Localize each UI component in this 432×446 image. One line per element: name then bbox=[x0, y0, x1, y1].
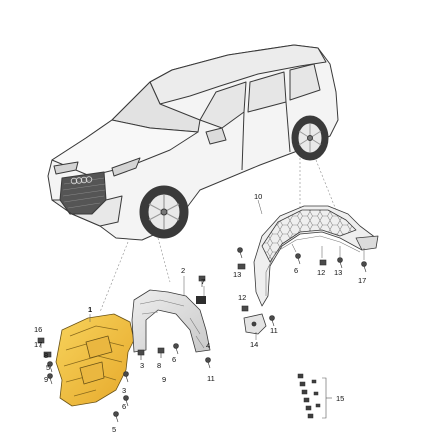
label-part-17: 17 bbox=[34, 340, 42, 349]
label-part-9: 9 bbox=[162, 375, 166, 384]
label-part-5: 5 bbox=[112, 425, 116, 434]
clip-icon bbox=[157, 347, 165, 358]
car-front-bumper bbox=[51, 195, 123, 227]
screw-icon bbox=[123, 395, 129, 407]
car-illustration bbox=[47, 44, 339, 241]
clip-icon bbox=[241, 305, 249, 312]
label-part-2: 2 bbox=[181, 266, 185, 275]
part-labels-secondary: 8 9 12 11 5 6 13 17 bbox=[34, 266, 342, 384]
label-part-5: 5 bbox=[46, 363, 50, 372]
screw-icon bbox=[205, 357, 211, 369]
car-rear-wheel bbox=[291, 115, 329, 161]
screw-icon bbox=[361, 261, 367, 273]
label-part-1: 1 bbox=[88, 305, 92, 314]
label-part-11: 11 bbox=[207, 374, 215, 383]
screw-icon bbox=[295, 253, 301, 265]
label-leaders bbox=[89, 199, 365, 340]
brand-rings-logo bbox=[70, 176, 93, 185]
label-part-16: 16 bbox=[34, 325, 42, 334]
wheel-housing-liner-right bbox=[253, 205, 379, 307]
label-part-6: 6 bbox=[172, 355, 176, 364]
car-door-line bbox=[285, 101, 291, 153]
label-part-3: 3 bbox=[140, 361, 144, 370]
label-part-13: 13 bbox=[334, 268, 342, 277]
screw-icon bbox=[237, 247, 243, 259]
label-part-15: 15 bbox=[336, 394, 344, 403]
part-labels: 1 2 3 3 4 5 6 6 7 8 9 10 11 12 13 14 15 … bbox=[34, 192, 366, 434]
label-part-12: 12 bbox=[317, 268, 325, 277]
car-headlight-right bbox=[111, 157, 141, 177]
label-part-6: 6 bbox=[294, 266, 298, 275]
screw-icon bbox=[47, 361, 53, 373]
car-front-wheel bbox=[139, 185, 189, 239]
screw-icon bbox=[173, 343, 179, 355]
nut-icon bbox=[43, 351, 52, 358]
car-door-line bbox=[241, 111, 245, 171]
label-part-4: 4 bbox=[206, 341, 210, 350]
screw-icon bbox=[269, 315, 275, 327]
car-side-window-quarter bbox=[289, 63, 321, 101]
bracket-part bbox=[243, 313, 267, 335]
clip-icon bbox=[137, 349, 145, 360]
screw-icon bbox=[47, 373, 53, 385]
label-part-8: 8 bbox=[44, 351, 48, 360]
label-part-3: 3 bbox=[122, 386, 126, 395]
car-mirror bbox=[205, 127, 227, 145]
label-part-10: 10 bbox=[254, 192, 262, 201]
highlighted-wheel-housing-liner bbox=[55, 313, 135, 407]
label-part-14: 14 bbox=[250, 340, 258, 349]
label-part-7: 7 bbox=[201, 277, 205, 286]
car-grille-slats bbox=[62, 177, 106, 209]
label-part-8: 8 bbox=[157, 361, 161, 370]
label-part-6: 6 bbox=[122, 402, 126, 411]
clip-icon bbox=[37, 337, 45, 348]
label-part-9: 9 bbox=[44, 375, 48, 384]
fasteners bbox=[37, 247, 367, 423]
label-part-13: 13 bbox=[233, 270, 241, 279]
label-part-11: 11 bbox=[270, 326, 278, 335]
screw-icon bbox=[337, 257, 343, 269]
screw-icon bbox=[113, 411, 119, 423]
clip-icon bbox=[198, 275, 206, 287]
car-side-window-front bbox=[199, 81, 247, 129]
nut-icon bbox=[237, 263, 246, 270]
wheel-housing-liner-center bbox=[131, 289, 211, 353]
screw-icon bbox=[123, 371, 129, 383]
clip-set bbox=[297, 373, 332, 419]
car-headlight-left bbox=[53, 161, 79, 175]
nut-icon bbox=[319, 259, 327, 266]
label-part-17: 17 bbox=[358, 276, 366, 285]
label-part-12: 12 bbox=[238, 293, 246, 302]
